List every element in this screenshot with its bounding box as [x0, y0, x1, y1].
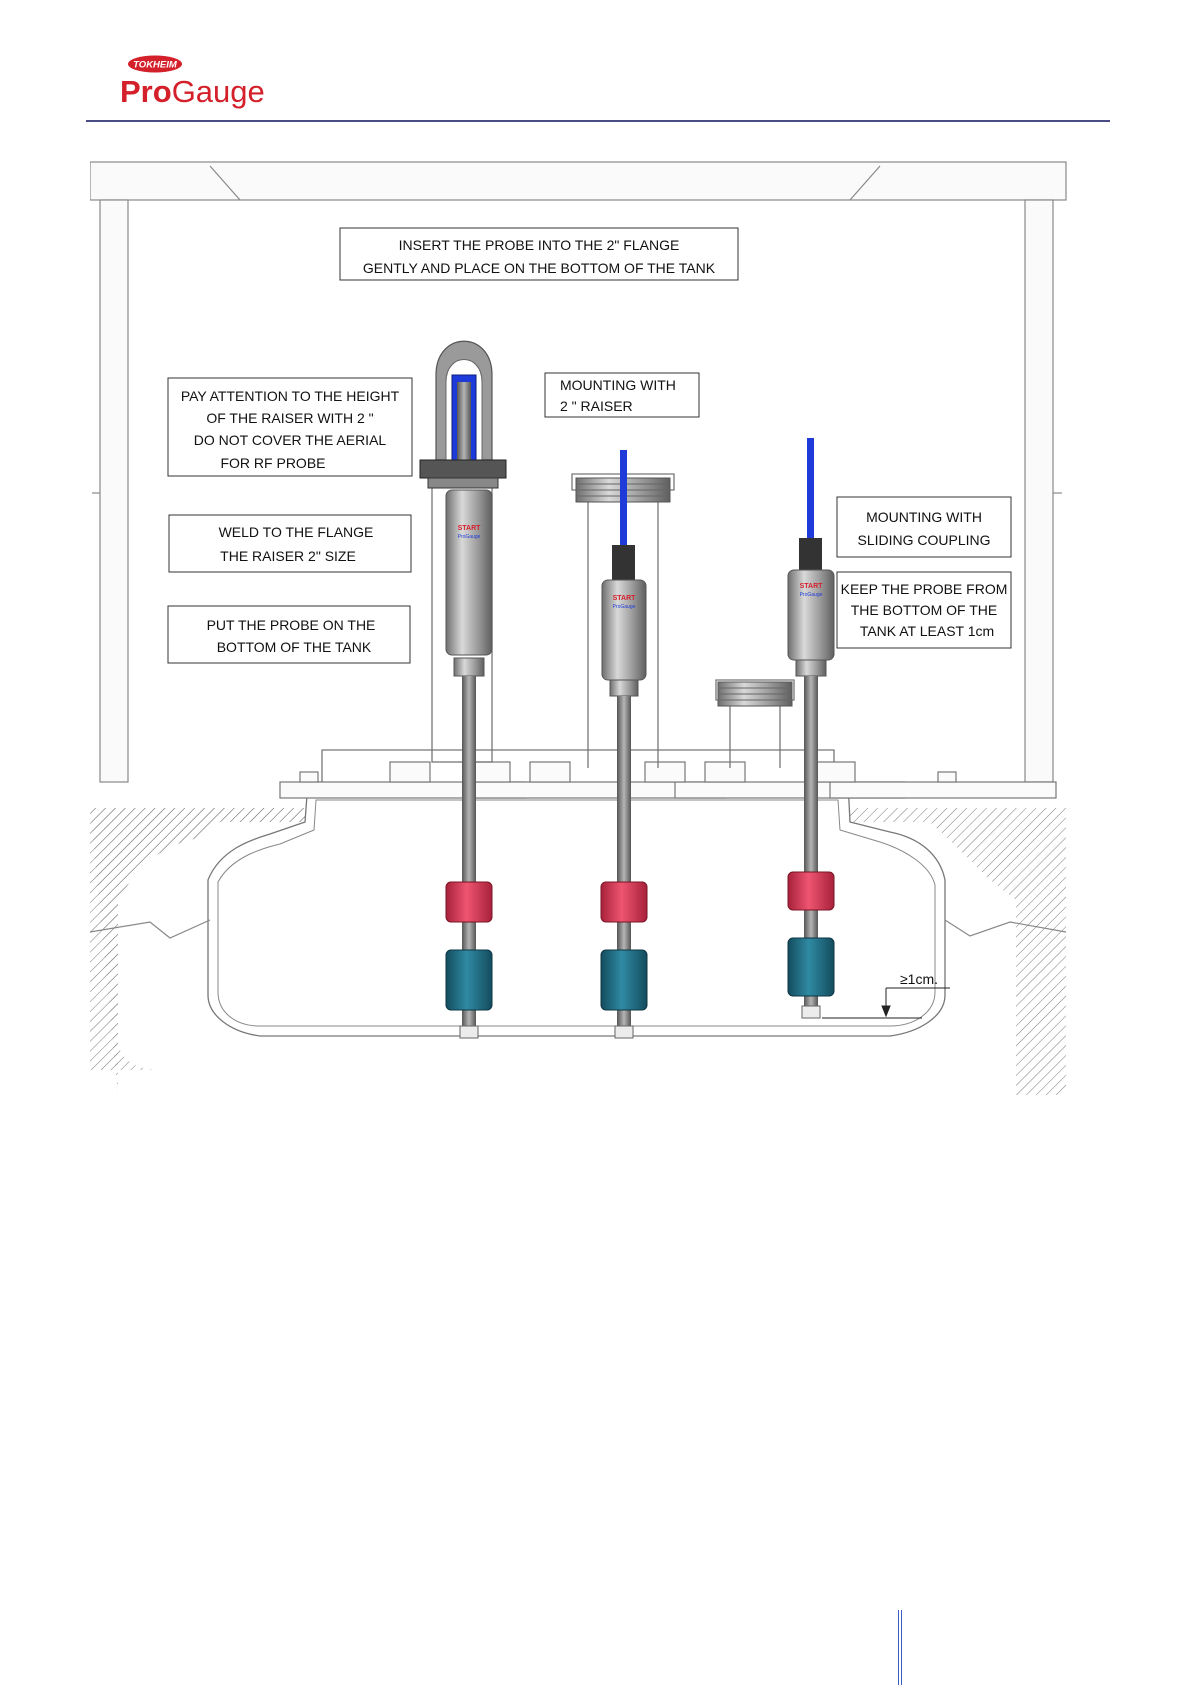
- cable-right: [807, 438, 814, 538]
- tank-inner-wall: [217, 799, 936, 1027]
- callout-keep-line2: THE BOTTOM OF THE: [851, 602, 998, 618]
- logo-gauge: Gauge: [172, 74, 265, 109]
- flange-left: [419, 459, 507, 479]
- probe-middle-label: START: [613, 595, 637, 602]
- callout-keep-line3: TANK AT LEAST 1cm: [860, 623, 994, 639]
- underground-tank: [207, 749, 946, 1037]
- callout-put-probe-line2: BOTTOM OF THE TANK: [217, 639, 372, 655]
- callout-attention-line1: PAY ATTENTION TO THE HEIGHT: [181, 388, 400, 404]
- manhole-slab: [279, 761, 1057, 799]
- ground-break-left: [90, 919, 211, 939]
- footer-mark: [898, 1610, 902, 1685]
- callout-attention-line3: DO NOT COVER THE AERIAL: [194, 432, 387, 448]
- ground-break-right: [944, 919, 1067, 937]
- ground-hatch: [90, 808, 1066, 1095]
- callout-insert-line1: INSERT THE PROBE INTO THE 2" FLANGE: [399, 237, 680, 253]
- tokheim-badge: [128, 55, 182, 73]
- callout-sliding: MOUNTING WITH SLIDING COUPLING: [836, 496, 1012, 558]
- callout-weld-line1: WELD TO THE FLANGE: [219, 524, 374, 540]
- cable-middle: [620, 450, 627, 545]
- callout-keep: KEEP THE PROBE FROM THE BOTTOM OF THE TA…: [836, 571, 1012, 649]
- canopy-frame: [90, 161, 1067, 783]
- callout-attention: PAY ATTENTION TO THE HEIGHT OF THE RAISE…: [167, 377, 413, 477]
- probe-middle-sublabel: ProGauge: [613, 604, 636, 610]
- callout-weld: WELD TO THE FLANGE THE RAISER 2" SIZE: [168, 514, 412, 573]
- header-rule: [86, 120, 1110, 122]
- progauge-logo: TOKHEIM ProGauge: [120, 55, 265, 109]
- probe-left: START ProGauge: [445, 489, 493, 1039]
- clearance-dimension: [822, 987, 950, 1019]
- callout-put-probe: PUT THE PROBE ON THE BOTTOM OF THE TANK: [167, 605, 411, 664]
- callout-insert-line2: GENTLY AND PLACE ON THE BOTTOM OF THE TA…: [363, 260, 716, 276]
- callout-attention-line4: FOR RF PROBE: [220, 455, 325, 471]
- probe-right: START ProGauge: [787, 538, 835, 1019]
- callout-raiser-mount-line2: 2 " RAISER: [560, 398, 633, 414]
- probe-right-sublabel: ProGauge: [800, 592, 823, 598]
- logo-pro: Pro: [120, 74, 172, 109]
- clearance-label: ≥1cm.: [900, 971, 938, 987]
- probe-installation-diagram: START ProGauge START ProGauge START ProG…: [90, 161, 1067, 1095]
- callout-weld-line2: THE RAISER 2" SIZE: [220, 548, 356, 564]
- probe-left-label: START: [458, 525, 482, 532]
- logo-wordmark: ProGauge: [120, 74, 265, 109]
- callout-insert: INSERT THE PROBE INTO THE 2" FLANGE GENT…: [339, 227, 739, 281]
- probe-middle: START ProGauge: [600, 545, 648, 1039]
- callout-raiser-mount: MOUNTING WITH 2 " RAISER: [544, 372, 700, 418]
- callout-attention-line2: OF THE RAISER WITH 2 ": [206, 410, 373, 426]
- callout-put-probe-line1: PUT THE PROBE ON THE: [207, 617, 376, 633]
- callout-keep-line1: KEEP THE PROBE FROM: [841, 581, 1008, 597]
- callout-raiser-mount-line1: MOUNTING WITH: [560, 377, 676, 393]
- riser-sliding: [715, 679, 795, 768]
- tokheim-badge-text: TOKHEIM: [133, 60, 178, 71]
- probe-right-label: START: [800, 583, 824, 590]
- callout-sliding-line2: SLIDING COUPLING: [857, 532, 990, 548]
- callout-sliding-line1: MOUNTING WITH: [866, 509, 982, 525]
- probe-left-sublabel: ProGauge: [458, 534, 481, 540]
